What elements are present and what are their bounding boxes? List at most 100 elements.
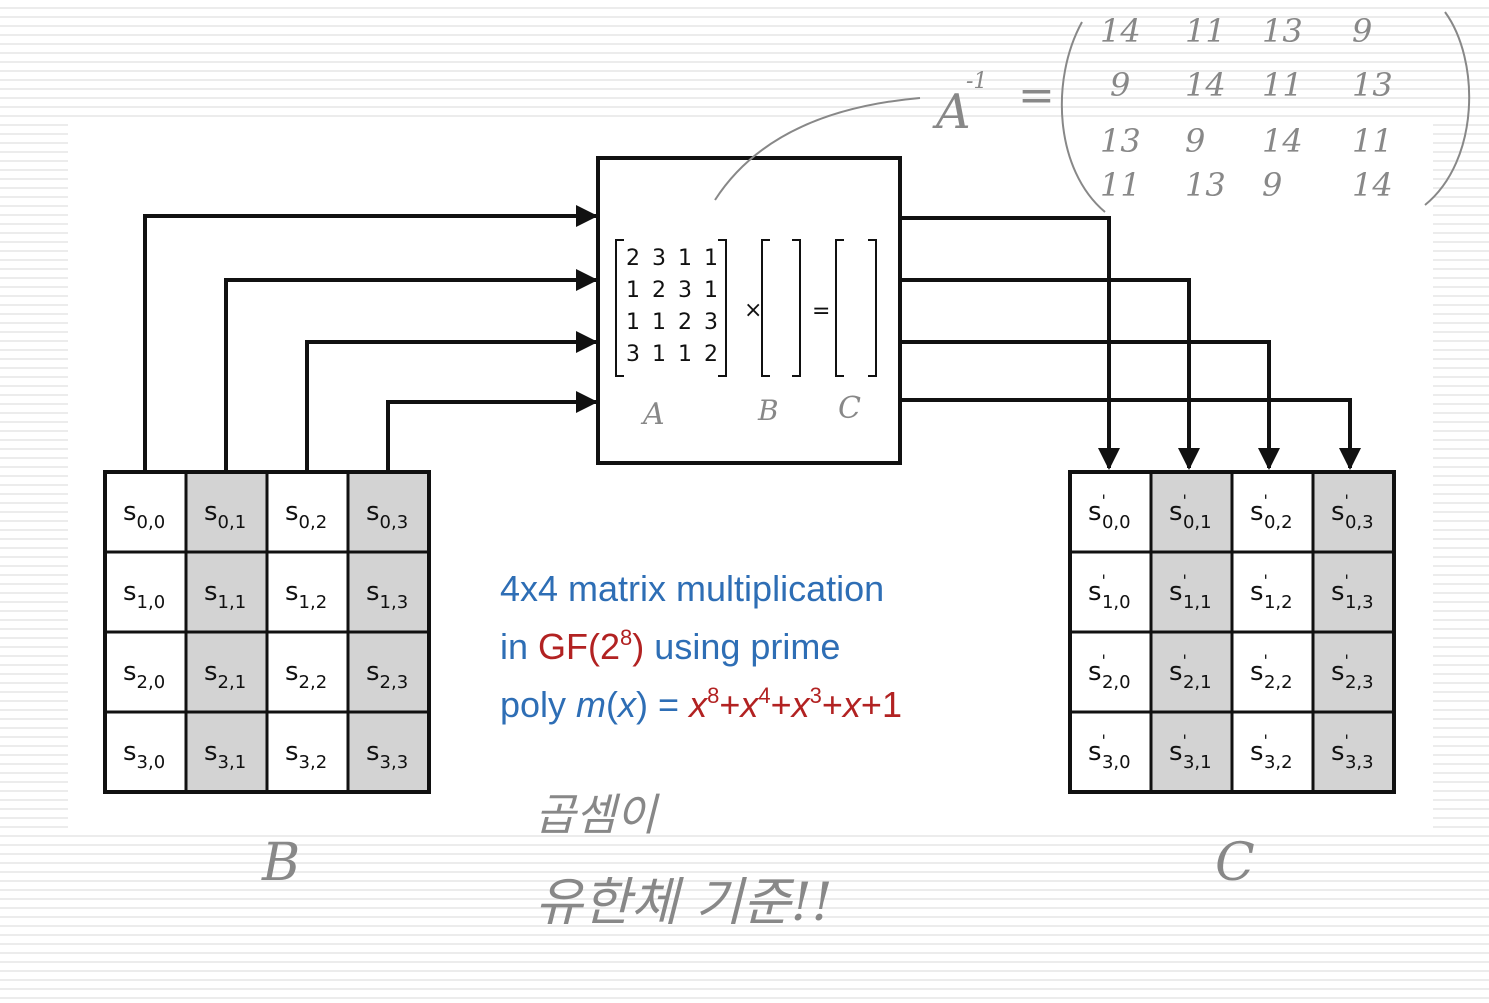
- output-state-cell-label: s'2,0: [1088, 651, 1131, 693]
- caption-line2-suffix: using prime: [644, 626, 841, 667]
- inverse-matrix-entry: 9: [1262, 166, 1282, 204]
- poly-equals: =: [648, 684, 690, 725]
- matrix-A-right-bracket: [718, 239, 727, 377]
- output-arrow-col0: [900, 216, 1120, 470]
- matrix-box-frame: [596, 156, 902, 465]
- output-state-cell-label: s'0,3: [1331, 491, 1374, 533]
- inverse-matrix-entry: 14: [1100, 12, 1141, 50]
- output-state-cell-label: s'2,2: [1250, 651, 1293, 693]
- matrix-A-entry: 1: [704, 246, 718, 271]
- output-state-cell-label: s'0,1: [1169, 491, 1212, 533]
- caption-line3-prefix: poly: [500, 684, 577, 725]
- poly-term-var: x: [689, 684, 708, 725]
- input-state-cell-label: s3,2: [285, 737, 327, 773]
- output-state-cell-label: s'1,3: [1331, 571, 1374, 613]
- input-state-cell-label: s1,3: [366, 577, 408, 613]
- output-state-cell-label: s'1,0: [1088, 571, 1131, 613]
- input-state-cell: [265, 710, 350, 794]
- input-arrow-col2: [305, 331, 598, 470]
- matrix-A-entry: 1: [652, 310, 666, 335]
- input-state-cell-label: s2,0: [123, 657, 165, 693]
- label-C: C: [838, 391, 861, 426]
- input-state-cell-label: s1,1: [204, 577, 246, 613]
- gf-close: ): [632, 626, 645, 667]
- input-state-cell-label: s0,1: [204, 497, 246, 533]
- matrix-A-entry: 1: [678, 246, 692, 271]
- poly-paren-close: ): [636, 684, 649, 725]
- output-state-cell: [1311, 550, 1396, 634]
- label-B: B: [757, 394, 779, 427]
- inverse-matrix-entry: 13: [1100, 122, 1141, 160]
- output-arrow-col3: [900, 398, 1361, 470]
- caption: 4x4 matrix multiplication in GF(28) usin…: [500, 560, 1020, 734]
- inverse-matrix-entry: 11: [1352, 122, 1393, 160]
- inverse-matrix-entry: 13: [1185, 166, 1226, 204]
- equals-sign: =: [812, 299, 830, 324]
- output-state-cell: [1149, 550, 1234, 634]
- poly-term-exponent: 8: [707, 683, 720, 708]
- poly-term-var: x: [842, 684, 861, 725]
- vector-C-right-bracket: [868, 239, 877, 377]
- output-state-cell: [1311, 630, 1396, 714]
- matrix-A-entry: 3: [652, 246, 666, 271]
- matrix-A-entry: 3: [704, 310, 718, 335]
- inverse-matrix-entry: 14: [1185, 66, 1226, 104]
- poly-term-op: +: [770, 684, 792, 725]
- handwritten-C: C: [1215, 833, 1255, 893]
- inverse-matrix-entry: 13: [1262, 12, 1303, 50]
- inverse-matrix-entry: 9: [1110, 66, 1130, 104]
- inverse-matrix-entry: 11: [1262, 66, 1303, 104]
- output-state-cell-label: s'2,1: [1169, 651, 1212, 693]
- input-state-cell-label: s2,2: [285, 657, 327, 693]
- input-state-cell: [184, 550, 269, 634]
- input-state-cell-label: s3,1: [204, 737, 246, 773]
- inverse-matrix-entry: 9: [1185, 122, 1205, 160]
- matrix-A-entry: 2: [704, 342, 718, 367]
- input-state-cell-label: s0,3: [366, 497, 408, 533]
- inverse-exponent: -1: [966, 69, 987, 94]
- inverse-matrix-entry: 11: [1100, 166, 1141, 204]
- poly-arg-x: x: [618, 684, 637, 725]
- gf-exponent: 8: [620, 625, 633, 650]
- poly-term-exponent: 4: [758, 683, 771, 708]
- input-state-frame: [103, 470, 431, 794]
- gf-open: GF(2: [538, 626, 621, 667]
- output-state-cell-label: s'0,2: [1250, 491, 1293, 533]
- caption-line2-prefix: in: [500, 626, 539, 667]
- inverse-matrix-entry: 11: [1185, 12, 1226, 50]
- poly-term-var: x: [740, 684, 759, 725]
- inverse-right-paren: [1424, 11, 1471, 206]
- matrix-A-entry: 3: [626, 342, 640, 367]
- inverse-left-paren: [1060, 21, 1106, 213]
- gf-field: GF(28): [538, 626, 644, 667]
- output-arrow-col2: [900, 340, 1280, 470]
- poly-term-op: +: [719, 684, 741, 725]
- input-arrow-col0: [143, 205, 598, 470]
- poly-m: m: [576, 684, 607, 725]
- vector-B-left-bracket: [761, 239, 770, 377]
- output-state-cell-label: s'3,0: [1088, 731, 1131, 773]
- output-state-cell-label: s'0,0: [1088, 491, 1131, 533]
- input-state-cell-label: s3,3: [366, 737, 408, 773]
- matrix-A-entry: 2: [626, 246, 640, 271]
- input-arrows: [143, 205, 598, 470]
- poly-term-exponent: 3: [809, 683, 822, 708]
- caption-line1: 4x4 matrix multiplication: [500, 568, 885, 609]
- input-state-cell-label: s2,1: [204, 657, 246, 693]
- output-state-cell-label: s'2,3: [1331, 651, 1374, 693]
- output-state-cell: [1230, 550, 1315, 634]
- inverse-matrix-entry: 9: [1352, 12, 1372, 50]
- matrix-A-left-bracket: [615, 239, 624, 377]
- inverse-lhs: A: [932, 84, 971, 140]
- output-state-cell: [1311, 470, 1396, 554]
- label-A: A: [640, 397, 665, 432]
- caption-line3: poly m(x) = x8+x4+x3+x+1: [500, 676, 1020, 734]
- handwritten-note-line1: 곱셈이: [535, 790, 660, 841]
- matrix-A-entry: 2: [678, 310, 692, 335]
